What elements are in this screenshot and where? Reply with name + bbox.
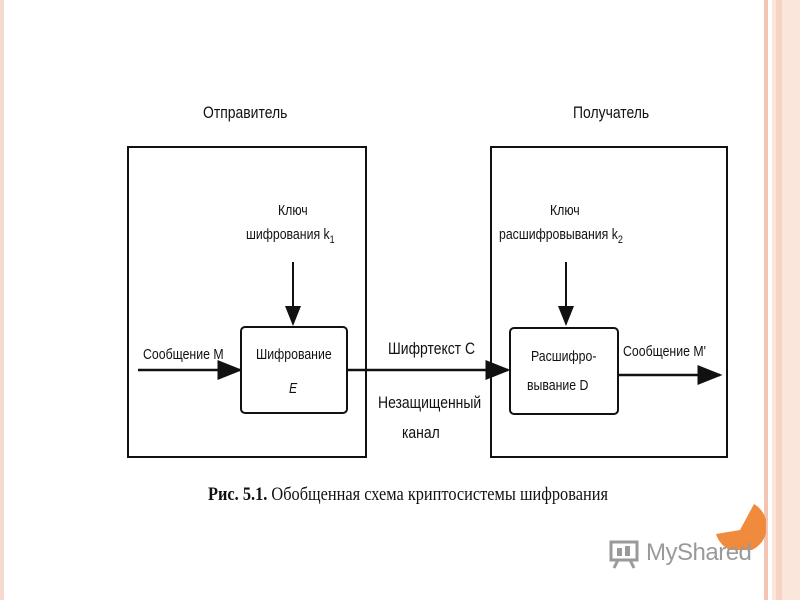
encryption-label-line2: E bbox=[289, 380, 298, 397]
channel-label-line2: канал bbox=[402, 423, 440, 442]
brand-watermark: MyShared bbox=[608, 536, 752, 570]
dec-key-label-line2: расшифровывания k2 bbox=[499, 226, 623, 246]
figure-caption: Рис. 5.1. Обобщенная схема криптосистемы… bbox=[208, 484, 608, 506]
sender-box bbox=[127, 146, 367, 458]
encryption-box bbox=[240, 326, 348, 414]
channel-label-line1: Незащищенный bbox=[378, 393, 482, 412]
decryption-label-line2: вывание D bbox=[527, 377, 589, 394]
corner-accent-shape bbox=[716, 504, 766, 550]
enc-key-label-line2: шифрования k1 bbox=[246, 226, 335, 246]
sender-label: Отправитель bbox=[203, 103, 288, 122]
receiver-box bbox=[490, 146, 728, 458]
message-in-label: Сообщение M bbox=[143, 346, 224, 363]
brand-name: MyShared bbox=[646, 539, 752, 566]
figure-caption-text: Обобщенная схема криптосистемы шифровани… bbox=[271, 484, 608, 505]
presentation-board-icon bbox=[609, 540, 639, 569]
message-out-label: Сообщение M' bbox=[623, 343, 706, 360]
figure-caption-prefix: Рис. 5.1. bbox=[208, 484, 268, 505]
encryption-label-line1: Шифрование bbox=[256, 346, 332, 363]
enc-key-subscript: 1 bbox=[329, 234, 335, 246]
decryption-label-line1: Расшифро- bbox=[531, 348, 597, 365]
dec-key-label-line1: Ключ bbox=[550, 202, 580, 219]
enc-key-label-line1: Ключ bbox=[278, 202, 308, 219]
dec-key-subscript: 2 bbox=[617, 234, 623, 246]
receiver-label: Получатель bbox=[573, 103, 650, 122]
ciphertext-label: Шифртекст C bbox=[388, 339, 476, 358]
decryption-box bbox=[509, 327, 619, 415]
